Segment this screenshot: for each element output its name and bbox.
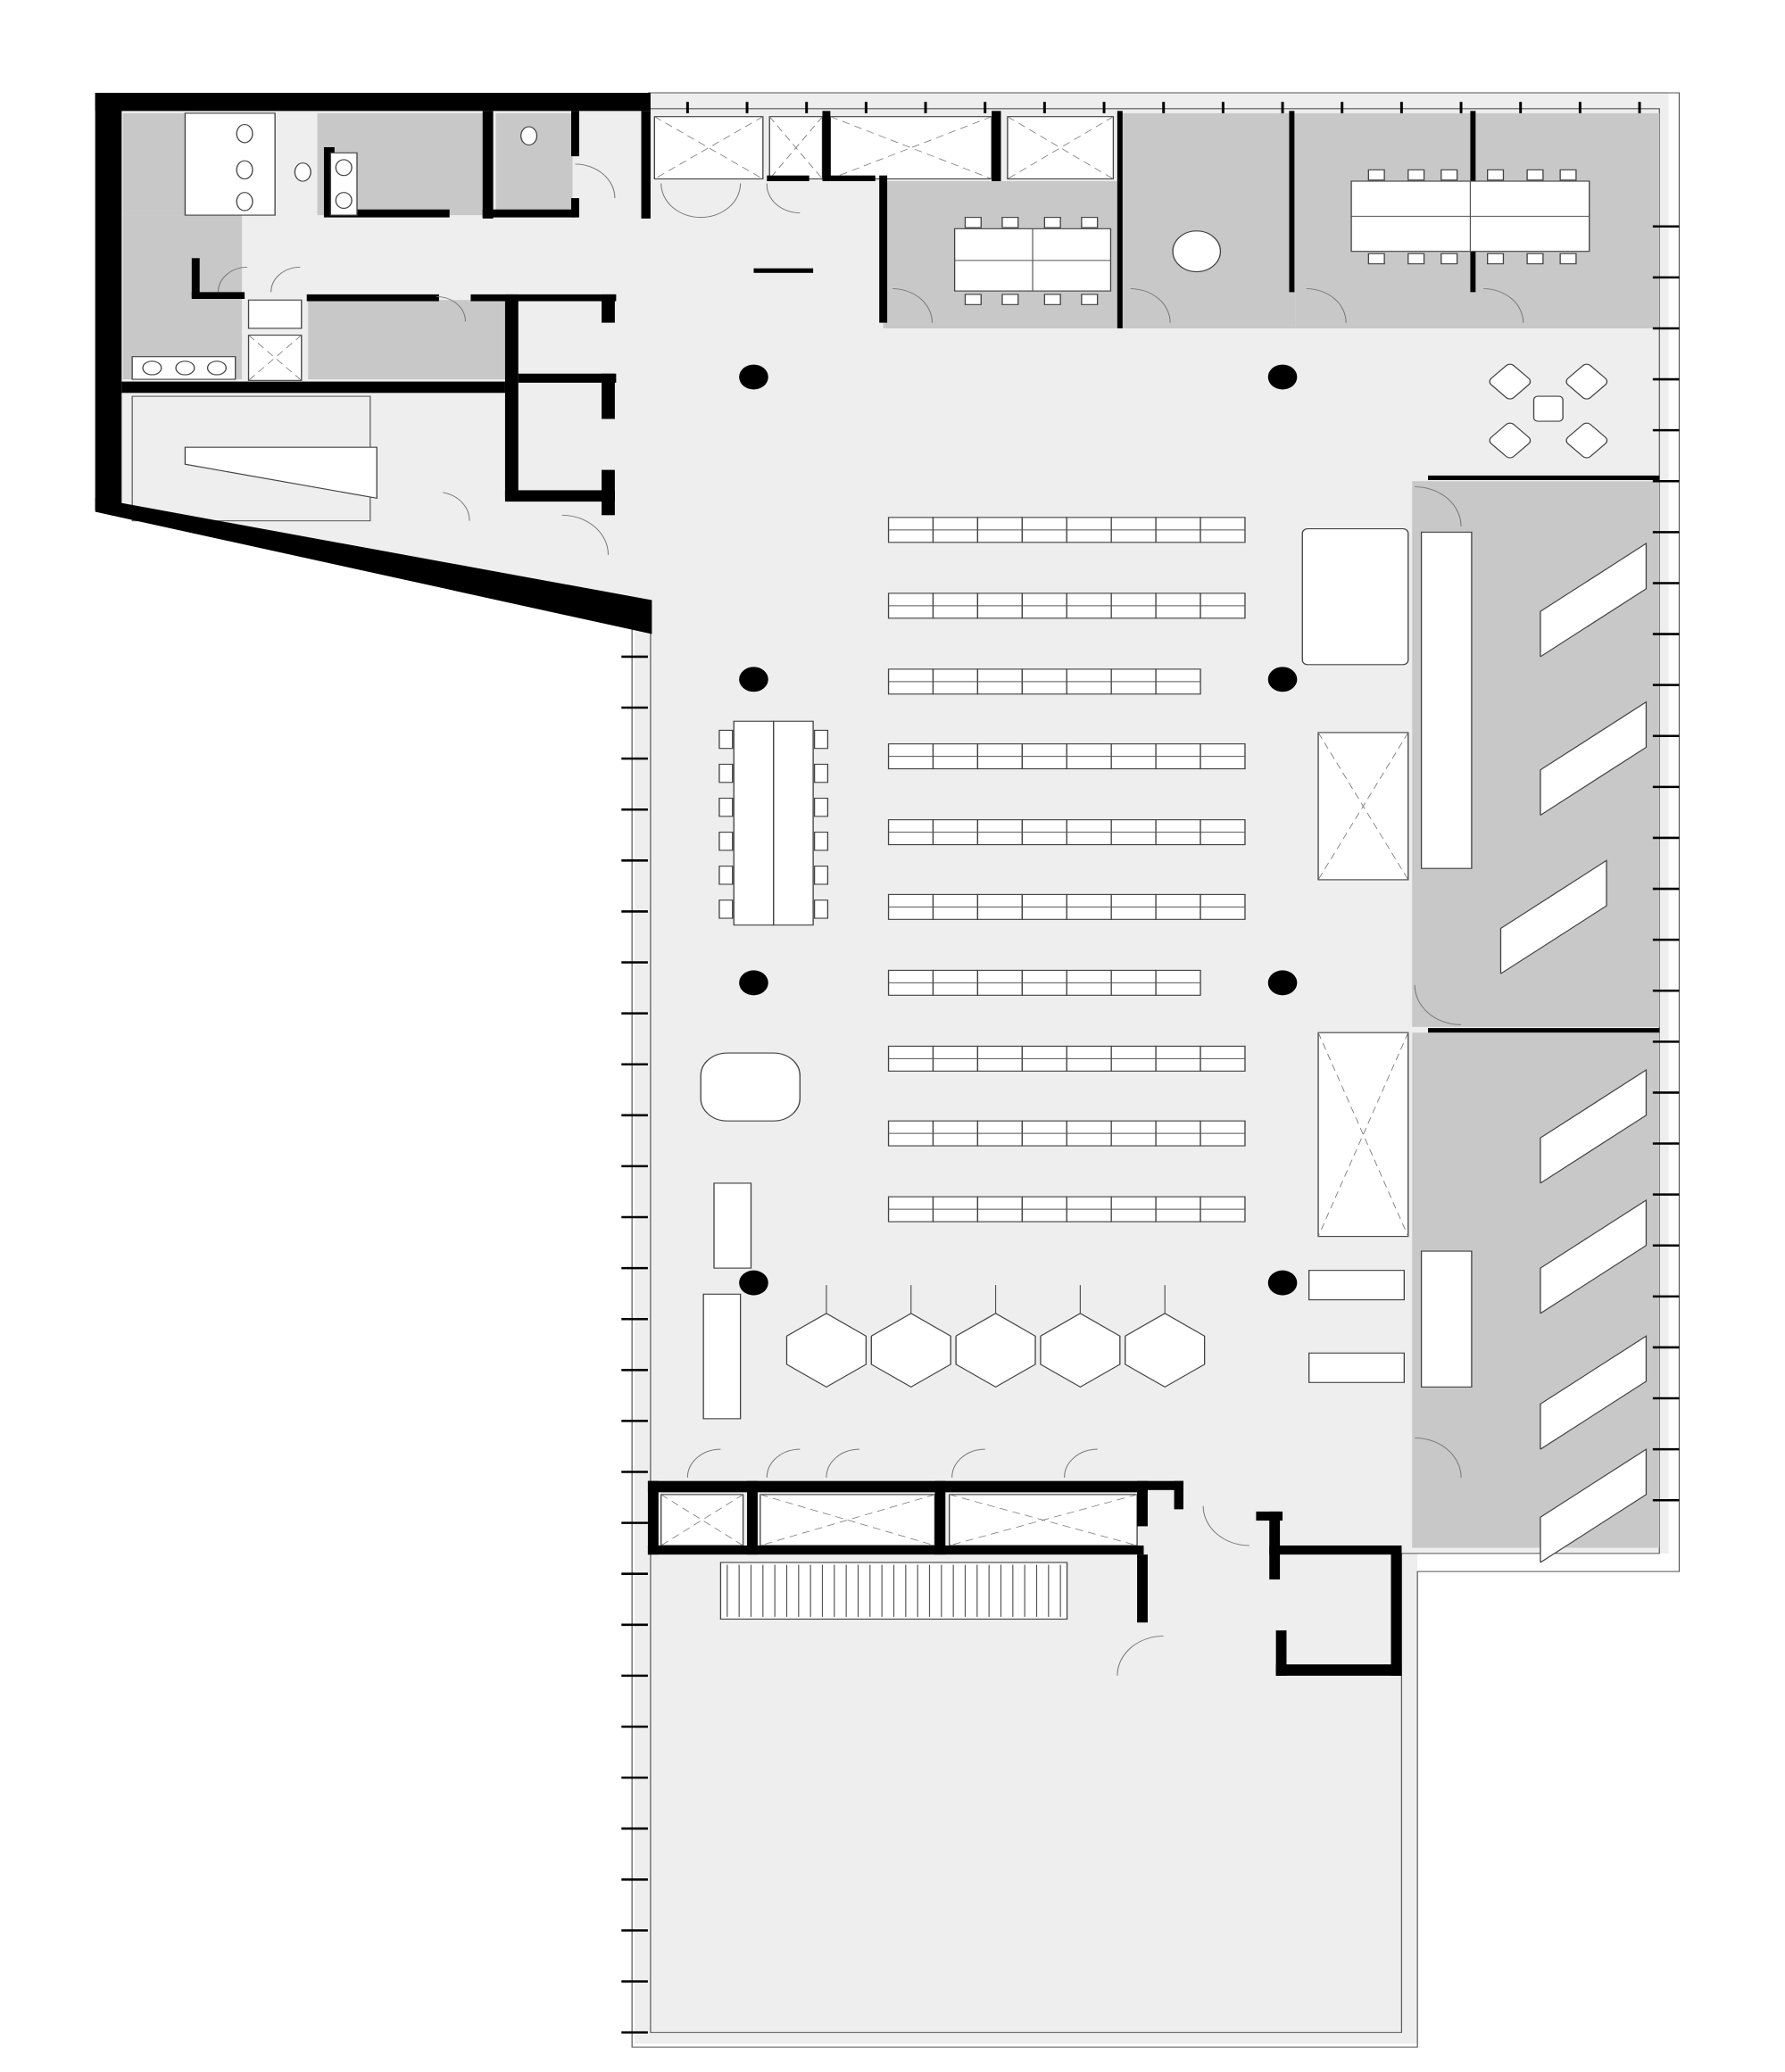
desk-row xyxy=(887,1045,1246,1072)
chair xyxy=(1081,294,1099,305)
workstation-cluster xyxy=(1540,1335,1648,1450)
chair xyxy=(1001,217,1019,228)
walls xyxy=(95,93,1660,1676)
workstation-cluster xyxy=(1540,1447,1648,1563)
chair xyxy=(1043,217,1061,228)
desk-row xyxy=(887,969,1201,996)
chair xyxy=(718,729,734,750)
chair xyxy=(1367,253,1385,265)
chair xyxy=(813,763,829,783)
doors xyxy=(217,163,1524,1676)
chair xyxy=(813,729,829,750)
workstation-cluster xyxy=(1540,1198,1648,1314)
restroom-fixtures xyxy=(131,112,538,380)
chair xyxy=(718,899,734,919)
round-table xyxy=(1172,230,1222,273)
structural-column xyxy=(1267,364,1298,390)
chair xyxy=(1440,169,1458,181)
desk-row xyxy=(887,1196,1246,1222)
chair xyxy=(964,294,982,305)
structural-column xyxy=(1267,667,1298,692)
chair xyxy=(1043,294,1061,305)
desk-row xyxy=(887,893,1246,920)
structural-column xyxy=(739,667,768,692)
chair xyxy=(718,866,734,885)
workstation-cluster xyxy=(1540,700,1648,816)
structural-column xyxy=(739,364,768,390)
chair xyxy=(1559,253,1577,265)
structural-column xyxy=(1267,1270,1298,1296)
chair xyxy=(1001,294,1019,305)
chair xyxy=(1559,169,1577,181)
chair xyxy=(1526,253,1544,265)
desk-row xyxy=(887,819,1246,846)
stair-south xyxy=(719,1562,1068,1620)
shafts xyxy=(247,116,1409,1546)
chair xyxy=(1367,169,1385,181)
desk-row xyxy=(887,517,1246,543)
storage-room xyxy=(308,300,507,380)
structural-column xyxy=(1267,970,1298,996)
chair xyxy=(1486,253,1505,265)
chair xyxy=(1440,253,1458,265)
chair xyxy=(964,217,982,228)
chair xyxy=(813,899,829,919)
chair xyxy=(718,797,734,817)
stair-north xyxy=(131,395,378,522)
chair xyxy=(718,832,734,851)
chair xyxy=(1526,169,1544,181)
workstation-cluster xyxy=(1499,859,1607,974)
chair xyxy=(813,797,829,817)
chair xyxy=(1407,253,1425,265)
meeting-furniture xyxy=(700,180,1608,1420)
desk-row xyxy=(887,593,1246,619)
generated-furniture xyxy=(621,102,1680,2034)
desk-row xyxy=(887,1120,1246,1147)
chair xyxy=(813,832,829,851)
desk-row xyxy=(887,743,1246,770)
chair xyxy=(1486,169,1505,181)
chair xyxy=(1407,169,1425,181)
chair xyxy=(813,866,829,885)
chair xyxy=(718,763,734,783)
desk-row xyxy=(887,668,1201,695)
chair xyxy=(1081,217,1099,228)
workstation-cluster xyxy=(1540,1068,1648,1184)
structural-column xyxy=(739,970,768,996)
meeting-room xyxy=(1121,112,1296,328)
workstation-cluster xyxy=(1540,542,1648,658)
structural-column xyxy=(739,1270,768,1296)
